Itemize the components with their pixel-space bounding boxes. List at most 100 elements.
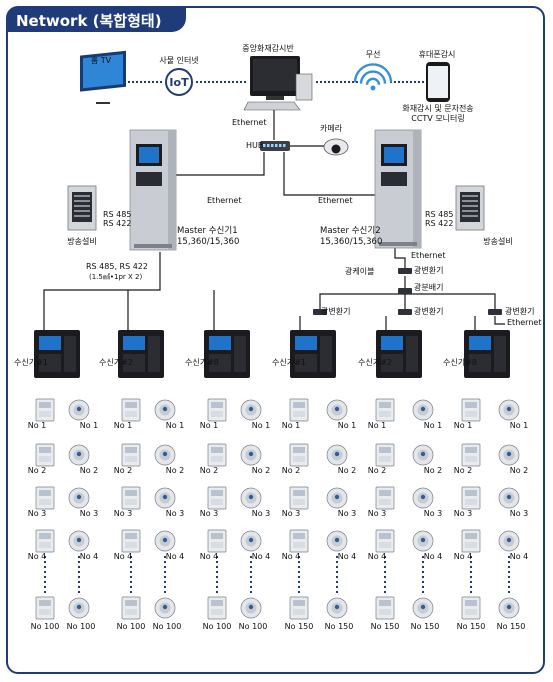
- master-1-label: Master 수신기1: [177, 226, 238, 236]
- receiver-side: [406, 336, 418, 372]
- hub-port: [267, 144, 270, 147]
- broadcast-right: 방송설비: [483, 237, 513, 246]
- detector-module-face: [379, 490, 391, 496]
- master-2-label: Master 수신기2: [320, 226, 381, 236]
- smoke-detector-led: [162, 494, 168, 500]
- converter-label-1: 광변환기: [321, 307, 351, 316]
- device-number-label: No 3: [165, 509, 185, 518]
- master-2-cabinet-printer: [381, 172, 407, 186]
- detector-module-base: [465, 411, 477, 417]
- device-number-label: No 1: [199, 421, 219, 430]
- converter-label-2: 광변환기: [414, 307, 444, 316]
- device-number-label: No 4: [27, 552, 47, 561]
- smoke-detector-led: [506, 494, 512, 500]
- smoke-detector-led: [162, 604, 168, 610]
- receiver-label: 수신기#8: [443, 358, 477, 367]
- page-title: Network (복합형태): [16, 12, 162, 30]
- detector-module-base: [379, 456, 391, 462]
- device-number-label: No 1: [453, 421, 473, 430]
- detector-module-face: [293, 402, 305, 408]
- broadcast-rack-left-unit: [74, 210, 90, 212]
- detector-module-base: [39, 499, 51, 505]
- receiver-side: [320, 336, 332, 372]
- detector-module-base: [211, 609, 223, 615]
- detector-module-face: [211, 533, 223, 539]
- diagram-frame: [6, 6, 545, 674]
- ethernet-label-right-2: Ethernet: [411, 251, 446, 260]
- device-number-label: No 3: [113, 509, 133, 518]
- broadcast-rack-right-unit: [462, 215, 478, 217]
- detector-module-base: [39, 542, 51, 548]
- detector-module-face: [293, 600, 305, 606]
- converter-icon: [488, 309, 502, 315]
- smoke-detector-led: [248, 537, 254, 543]
- detector-module-face: [125, 490, 137, 496]
- broadcast-rack-left-unit: [74, 205, 90, 207]
- tv-stand: [96, 102, 110, 104]
- detector-module-base: [211, 411, 223, 417]
- monitor-stand: [266, 96, 284, 100]
- device-number-label: No 2: [337, 466, 357, 475]
- device-number-label: No 3: [199, 509, 219, 518]
- wireless-dot: [370, 85, 376, 91]
- receiver-keys: [469, 354, 491, 372]
- hub-master1-link: [176, 152, 265, 176]
- smoke-detector-led: [334, 451, 340, 457]
- broadcast-rack-right-unit: [462, 200, 478, 202]
- device-number-label: No 4: [251, 552, 271, 561]
- receiver-keys: [39, 354, 61, 372]
- detector-module-face: [39, 490, 51, 496]
- converter-ethernet-link: [494, 316, 505, 325]
- master-1-cabinet-base: [134, 244, 172, 248]
- master-1-capacity: 15,360/15,360: [177, 237, 240, 247]
- device-number-label: No 100: [66, 622, 96, 631]
- rs422-right: RS 422: [425, 219, 454, 228]
- wireless-label: 무선: [365, 50, 381, 59]
- device-number-label: No 4: [199, 552, 219, 561]
- device-number-label: No 150: [456, 622, 486, 631]
- iot-badge-text: IoT: [169, 76, 189, 89]
- detector-module-face: [465, 402, 477, 408]
- device-number-label: No 4: [509, 552, 529, 561]
- device-number-label: No 4: [113, 552, 133, 561]
- detector-module-base: [465, 499, 477, 505]
- device-number-label: No 2: [27, 466, 47, 475]
- ethernet-label-left: Ethernet: [207, 196, 242, 205]
- smoke-detector-led: [334, 537, 340, 543]
- device-number-label: No 150: [410, 622, 440, 631]
- detector-module-face: [211, 402, 223, 408]
- pc-tower-icon: [295, 73, 313, 101]
- device-number-label: No 1: [337, 421, 357, 430]
- smoke-detector-led: [248, 451, 254, 457]
- device-number-label: No 1: [281, 421, 301, 430]
- distributor-label: 광분배기: [414, 283, 444, 292]
- receiver-keys: [295, 354, 317, 372]
- smoke-detector-led: [506, 406, 512, 412]
- detector-module-base: [293, 609, 305, 615]
- broadcast-rack-right-unit: [462, 205, 478, 207]
- detector-module-face: [465, 447, 477, 453]
- detector-module-face: [39, 402, 51, 408]
- smoke-detector-led: [334, 406, 340, 412]
- detector-module-face: [211, 600, 223, 606]
- master1-bus: [43, 252, 161, 330]
- converter-icon: [398, 309, 412, 315]
- receiver-screen: [209, 336, 231, 350]
- monitor-label: 중앙화재감시반: [242, 44, 294, 53]
- detector-module-face: [125, 600, 137, 606]
- smoke-detector-led: [76, 406, 82, 412]
- master-2-cabinet-screen: [384, 147, 404, 163]
- receiver-side: [234, 336, 246, 372]
- detector-module-base: [465, 542, 477, 548]
- detector-module-base: [125, 609, 137, 615]
- smoke-detector-led: [506, 451, 512, 457]
- device-number-label: No 100: [30, 622, 60, 631]
- converter-label-top: 광변환기: [414, 266, 444, 275]
- receiver-side: [494, 336, 506, 372]
- detector-module-base: [293, 499, 305, 505]
- receiver-label: 수신기#2: [358, 358, 392, 367]
- detector-module-base: [379, 609, 391, 615]
- device-number-label: No 4: [281, 552, 301, 561]
- device-number-label: No 4: [165, 552, 185, 561]
- rs485-left: RS 485: [103, 210, 132, 219]
